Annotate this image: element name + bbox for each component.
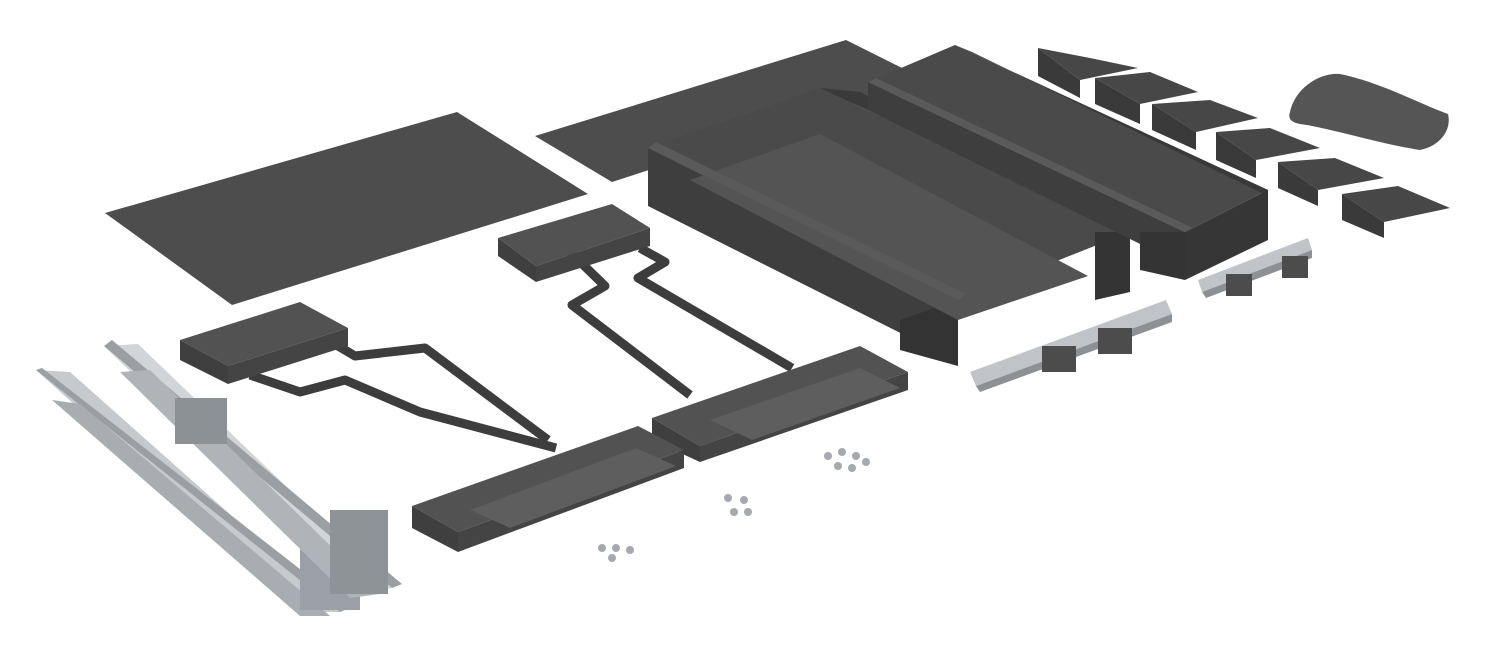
bottom-panel-left	[105, 112, 588, 305]
drawer-box-right	[868, 45, 1268, 280]
runner-rail-inner	[104, 340, 402, 598]
screw-set-1	[598, 544, 634, 562]
crossbar-bottom-left	[412, 426, 684, 552]
crossbar-top-right	[498, 204, 650, 282]
rear-fitting-small	[1198, 238, 1312, 298]
screw-set-3	[824, 448, 870, 472]
crossbar-top-left	[180, 302, 348, 384]
drawer-box-left	[648, 88, 1130, 366]
soft-pad	[1289, 73, 1449, 150]
bottom-panel-right	[535, 40, 926, 182]
screw-set-2	[724, 494, 752, 516]
connector-wire-right	[566, 244, 795, 399]
partition-panels	[1038, 48, 1450, 238]
crossbar-bottom-right	[652, 346, 908, 462]
rear-fitting-large	[970, 300, 1172, 392]
